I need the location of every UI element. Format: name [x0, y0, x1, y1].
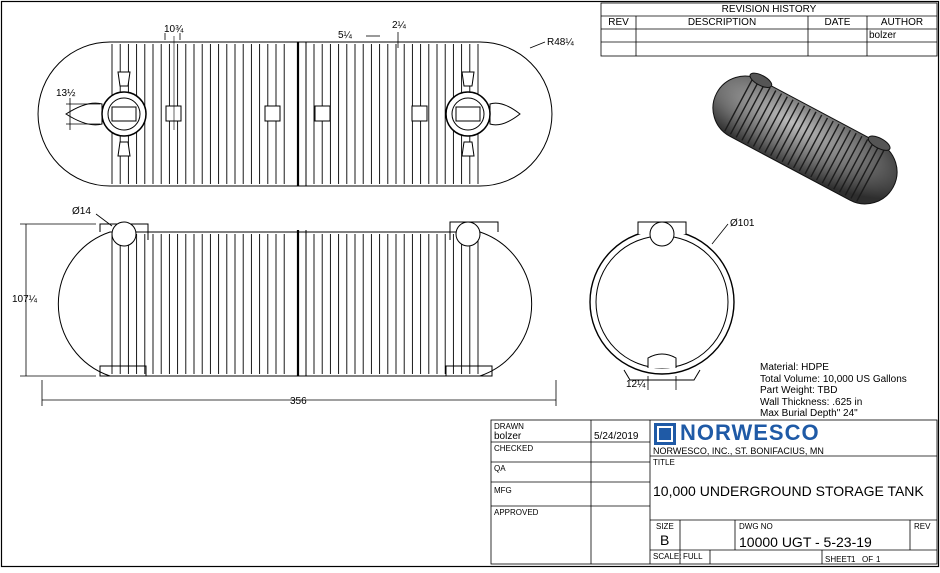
iso-rib-line	[821, 129, 852, 184]
iso-rib-line	[735, 84, 765, 138]
end-view-shell	[589, 229, 735, 375]
iso-rib-line	[798, 117, 829, 172]
norwesco-logo-mark	[654, 423, 676, 445]
iso-rib-line	[775, 105, 806, 160]
revision-col-description: DESCRIPTION	[687, 17, 757, 28]
revision-col-rev: REV	[608, 17, 629, 28]
iso-rib-line	[792, 114, 823, 169]
right-riser	[449, 221, 499, 240]
dim-foot-width: 12¼	[626, 378, 646, 390]
dwg-label: DWG NO	[739, 522, 773, 531]
checked-label: CHECKED	[494, 444, 534, 453]
title-block-frame	[490, 419, 938, 565]
company-logo-text: NORWESCO	[680, 420, 820, 445]
revision-author-1: bolzer	[869, 30, 897, 41]
revision-table	[600, 2, 938, 57]
left-foot	[99, 365, 147, 377]
drawn-date: 5/24/2019	[594, 431, 639, 442]
dim-tank-dia: Ø101	[730, 218, 755, 229]
drawing-title: 10,000 UNDERGROUND STORAGE TANK	[653, 483, 924, 499]
iso-rib-line	[747, 90, 777, 144]
top-view-outline	[37, 41, 553, 187]
iso-rib-line	[844, 142, 875, 196]
material-notes: Material: HDPE Total Volume: 10,000 US G…	[760, 362, 907, 420]
rev-label: REV	[914, 522, 931, 531]
qa-label: QA	[494, 464, 506, 473]
iso-ribs	[724, 77, 886, 202]
sheet-label: SHEET	[825, 555, 852, 564]
right-manway	[445, 71, 521, 157]
iso-rib-line	[781, 108, 811, 163]
drawn-by: bolzer	[494, 431, 522, 442]
note-wall: Wall Thickness: .625 in	[760, 396, 863, 408]
sheet-number: 1	[851, 555, 856, 564]
mfg-label: MFG	[494, 486, 512, 495]
side-view-outline	[57, 231, 533, 377]
end-view	[589, 221, 735, 381]
top-pad-4	[411, 105, 428, 122]
iso-rib-line	[815, 126, 846, 181]
revision-title: REVISION HISTORY	[721, 4, 817, 15]
iso-port-left	[749, 72, 773, 88]
company-line: NORWESCO, INC., ST. BONIFACIUS, MN	[653, 446, 824, 456]
iso-rib-line	[838, 139, 869, 193]
note-burial: Max Burial Depth" 24"	[760, 408, 858, 419]
left-fitting	[111, 221, 137, 247]
iso-rib-line	[787, 111, 817, 166]
end-view-inner	[595, 235, 729, 369]
drawn-label: DRAWN	[494, 422, 524, 431]
iso-rib-line	[856, 148, 886, 202]
side-view-ribs	[111, 234, 479, 374]
iso-rib-line	[810, 123, 840, 178]
note-volume: Total Volume: 10,000 US Gallons	[760, 373, 907, 385]
size-value: B	[660, 532, 670, 548]
dim-length: 356	[290, 396, 307, 407]
top-view	[37, 41, 553, 187]
iso-rib-line	[741, 87, 771, 141]
top-pad-3	[314, 105, 331, 122]
iso-rib-line	[850, 145, 880, 199]
dim-port-height: 13½	[56, 88, 76, 99]
title-label: TITLE	[653, 458, 675, 467]
iso-rib-line	[827, 132, 857, 187]
iso-rib-line	[833, 135, 863, 190]
sheet-total: 1	[876, 555, 881, 564]
top-pad-1	[165, 105, 182, 122]
revision-col-date: DATE	[824, 17, 851, 28]
revision-col-author: AUTHOR	[880, 17, 924, 28]
iso-rib-line	[758, 96, 788, 150]
side-view	[57, 221, 533, 377]
dwg-number: 10000 UGT - 5-23-19	[739, 534, 872, 550]
left-manway	[65, 71, 147, 157]
dim-fitting: Ø14	[72, 206, 91, 217]
dim-top-rib: 10¾	[164, 24, 184, 35]
top-pad-2	[264, 105, 281, 122]
isometric-view	[712, 72, 898, 205]
note-material: Material: HDPE	[760, 362, 829, 373]
iso-rib-line	[764, 99, 794, 153]
dim-rib-gap: 5¼	[338, 29, 353, 41]
scale-label: SCALE:	[653, 552, 682, 561]
dim-rib-depth: 2¼	[392, 19, 407, 31]
iso-rib-line	[769, 102, 800, 157]
dim-end-radius: R48¼	[547, 36, 574, 48]
sheet-of: OF	[862, 555, 874, 564]
scale-value: FULL	[683, 552, 703, 561]
note-weight: Part Weight: TBD	[760, 385, 838, 396]
iso-rib-line	[729, 81, 760, 135]
approved-label: APPROVED	[494, 508, 539, 517]
iso-rib-line	[752, 93, 783, 147]
dim-height: 107¼	[12, 293, 38, 305]
iso-rib-line	[804, 120, 834, 175]
right-foot	[445, 365, 493, 377]
right-fitting	[455, 221, 481, 247]
iso-port-right	[867, 135, 891, 151]
size-label: SIZE	[656, 522, 674, 531]
iso-rib-line	[724, 77, 754, 132]
